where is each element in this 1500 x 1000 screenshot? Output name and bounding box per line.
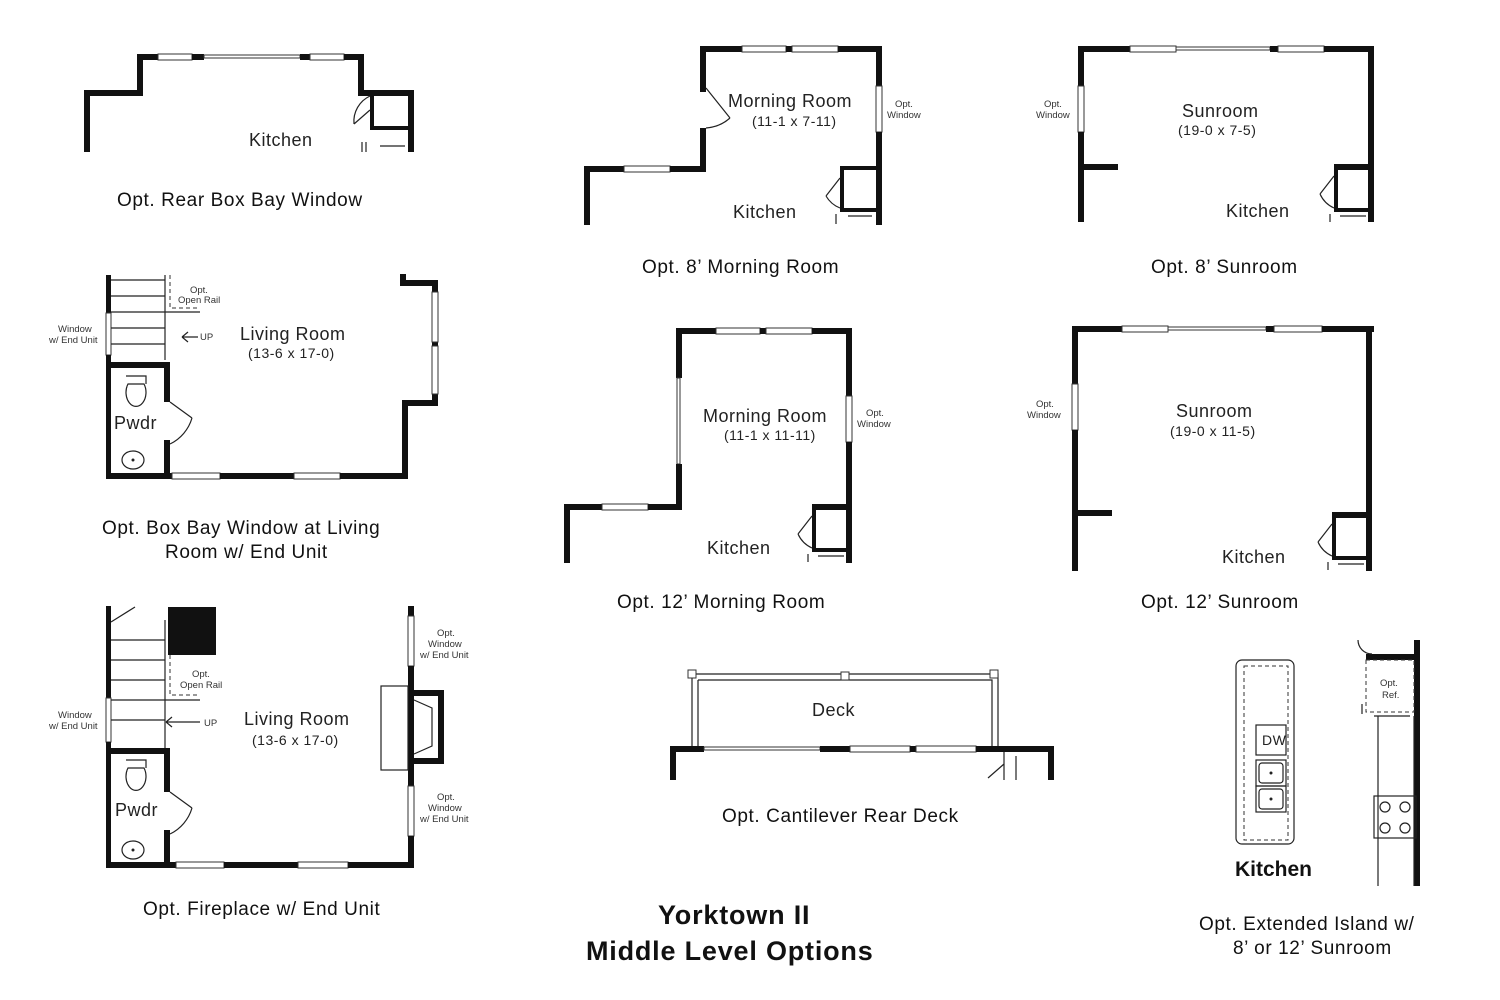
opt-window-note-line2: Window <box>1027 410 1061 421</box>
kitchen-label: Kitchen <box>1226 201 1290 221</box>
end-window-note-line2: w/ End Unit <box>48 335 98 346</box>
caption-extended-island-line2: 8’ or 12’ Sunroom <box>1233 938 1392 959</box>
caption-fireplace: Opt. Fireplace w/ End Unit <box>143 899 380 920</box>
sunroom-dims: (19-0 x 7-5) <box>1178 122 1256 138</box>
caption-8-morning-room: Opt. 8’ Morning Room <box>642 257 839 278</box>
end-window-note-line1: Window <box>58 710 92 721</box>
opt-window-note-line2: Window <box>887 110 921 121</box>
kitchen-label: Kitchen <box>707 538 771 558</box>
opt-ref-note-line1: Opt. <box>1380 678 1398 689</box>
title-line1: Yorktown II <box>658 900 810 930</box>
opt-window-note-line1: Opt. <box>1044 99 1062 110</box>
end-window-note-line1: Window <box>58 324 92 335</box>
caption-8-sunroom: Opt. 8’ Sunroom <box>1151 257 1298 278</box>
opt-window-top-note-line1: Opt. <box>437 628 455 639</box>
title-line2: Middle Level Options <box>586 936 874 966</box>
caption-extended-island-line1: Opt. Extended Island w/ <box>1199 914 1415 935</box>
caption-cantilever-deck: Opt. Cantilever Rear Deck <box>722 806 959 827</box>
opt-window-note-line2: Window <box>857 419 891 430</box>
plan-extended-island: DW Opt. Ref. Kitchen Opt. Extended Islan… <box>1199 639 1420 959</box>
opt-window-bottom-note-line2: Window <box>428 803 462 814</box>
caption-box-bay-living-line1: Opt. Box Bay Window at Living <box>102 518 380 539</box>
open-rail-note-line1: Opt. <box>190 285 208 296</box>
opt-ref-note-line2: Ref. <box>1382 690 1399 701</box>
caption-box-bay-living-line2: Room w/ End Unit <box>165 542 328 563</box>
caption-12-sunroom: Opt. 12’ Sunroom <box>1141 592 1299 613</box>
plan-cantilever-rear-deck: Deck Opt. Cantilever Rear Deck <box>670 669 1054 827</box>
morning-room-dims: (11-1 x 11-11) <box>724 427 816 443</box>
open-rail-note-line2: Open Rail <box>178 295 220 306</box>
living-room-label: Living Room <box>244 709 350 729</box>
dishwasher-label: DW <box>1262 732 1287 748</box>
plan-rear-box-bay-window: Kitchen Opt. Rear Box Bay Window <box>84 53 414 211</box>
opt-window-note-line1: Opt. <box>866 408 884 419</box>
opt-window-top-note-line3: w/ End Unit <box>419 650 469 661</box>
kitchen-label: Kitchen <box>733 202 797 222</box>
open-rail-note-line1: Opt. <box>192 669 210 680</box>
sheet-title: Yorktown II Middle Level Options <box>586 900 874 966</box>
plan-12-morning-room: Morning Room (11-1 x 11-11) Opt. Window … <box>564 327 891 613</box>
living-room-dims: (13-6 x 17-0) <box>248 345 335 361</box>
opt-window-note-line1: Opt. <box>895 99 913 110</box>
living-room-label: Living Room <box>240 324 346 344</box>
pwdr-label: Pwdr <box>114 413 157 433</box>
morning-room-dims: (11-1 x 7-11) <box>752 113 837 129</box>
plan-8-sunroom: Sunroom (19-0 x 7-5) Opt. Window Kitchen… <box>1036 45 1374 278</box>
opt-window-note-line2: Window <box>1036 110 1070 121</box>
morning-room-label: Morning Room <box>703 406 827 426</box>
open-rail-note-line2: Open Rail <box>180 680 222 691</box>
up-label: UP <box>204 718 217 729</box>
caption-12-morning-room: Opt. 12’ Morning Room <box>617 592 825 613</box>
kitchen-label: Kitchen <box>1222 547 1286 567</box>
kitchen-label: Kitchen <box>249 130 313 150</box>
opt-window-bottom-note-line1: Opt. <box>437 792 455 803</box>
sunroom-dims: (19-0 x 11-5) <box>1170 423 1256 439</box>
opt-window-bottom-note-line3: w/ End Unit <box>419 814 469 825</box>
kitchen-label: Kitchen <box>1235 858 1312 881</box>
up-label: UP <box>200 332 213 343</box>
deck-label: Deck <box>812 700 856 720</box>
pwdr-label: Pwdr <box>115 800 158 820</box>
caption-rear-box-bay: Opt. Rear Box Bay Window <box>117 190 363 211</box>
living-room-dims: (13-6 x 17-0) <box>252 732 339 748</box>
opt-window-top-note-line2: Window <box>428 639 462 650</box>
sunroom-label: Sunroom <box>1182 101 1259 121</box>
plan-fireplace-end-unit: Living Room (13-6 x 17-0) Pwdr Opt. Open… <box>48 606 469 920</box>
sunroom-label: Sunroom <box>1176 401 1253 421</box>
plan-12-sunroom: Sunroom (19-0 x 11-5) Opt. Window Kitche… <box>1027 325 1374 613</box>
opt-window-note-line1: Opt. <box>1036 399 1054 410</box>
morning-room-label: Morning Room <box>728 91 852 111</box>
plan-box-bay-living-room: Living Room (13-6 x 17-0) Pwdr Opt. Open… <box>48 274 439 563</box>
plan-8-morning-room: Morning Room (11-1 x 7-11) Opt. Window K… <box>584 45 921 278</box>
end-window-note-line2: w/ End Unit <box>48 721 98 732</box>
